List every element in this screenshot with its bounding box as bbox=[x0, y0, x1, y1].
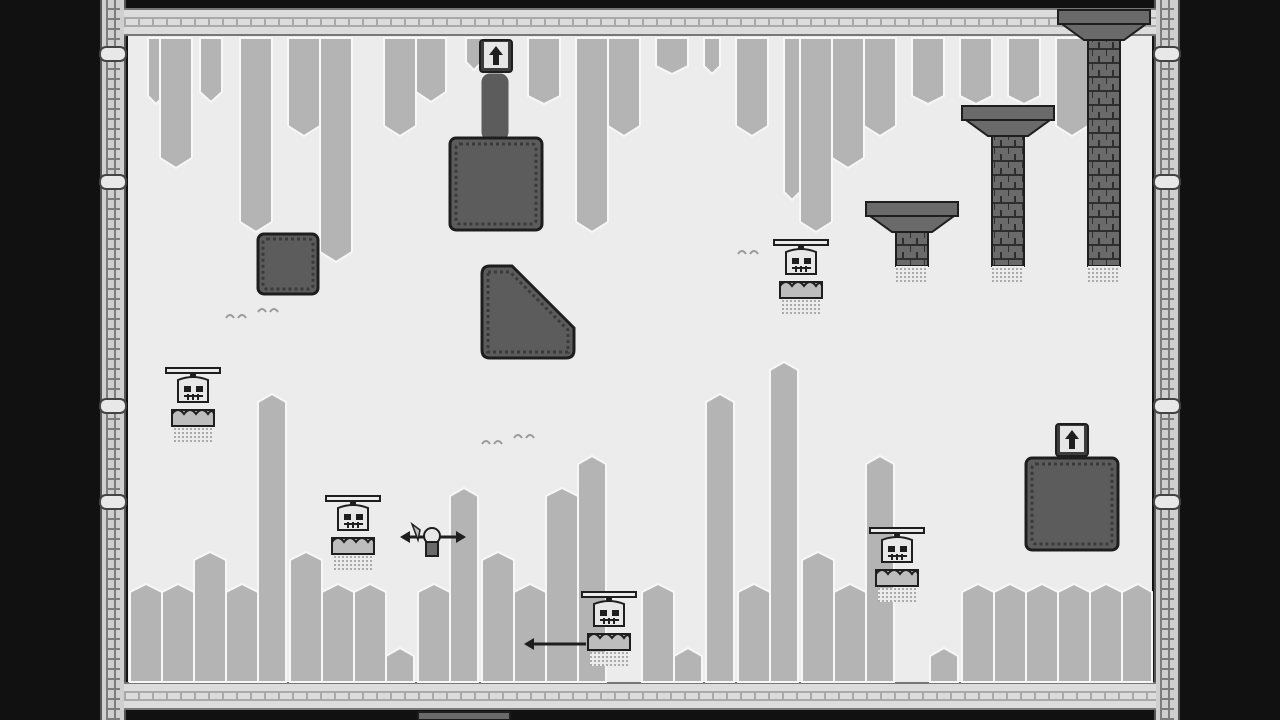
skull-helicopter-icon[interactable] bbox=[165, 367, 221, 442]
border-bead bbox=[99, 46, 127, 62]
right-ornate-border bbox=[1153, 0, 1181, 720]
floor-spires bbox=[129, 360, 1153, 683]
stone-block-diagonal bbox=[480, 264, 576, 360]
border-bead bbox=[1153, 174, 1181, 190]
up-arrow-icon bbox=[1055, 423, 1089, 457]
greek-column-icon bbox=[961, 105, 1055, 282]
border-bead bbox=[99, 174, 127, 190]
greek-column-icon bbox=[417, 711, 511, 720]
greek-column-icon bbox=[865, 201, 959, 282]
border-bead bbox=[99, 398, 127, 414]
greek-column-icon bbox=[1057, 9, 1151, 282]
border-bead bbox=[1153, 494, 1181, 510]
stone-block-small-left bbox=[256, 232, 320, 296]
border-bead bbox=[99, 494, 127, 510]
up-arrow-icon bbox=[479, 39, 513, 73]
wind-swirls bbox=[225, 250, 759, 445]
ceiling-stalactites bbox=[147, 37, 1089, 264]
bottom-greek-frieze bbox=[124, 682, 1156, 710]
left-ornate-border bbox=[99, 0, 127, 720]
winged-knight-icon[interactable] bbox=[400, 521, 466, 557]
stone-block-right bbox=[1024, 456, 1120, 552]
stone-block-large-top bbox=[448, 70, 544, 232]
border-bead bbox=[1153, 398, 1181, 414]
top-greek-frieze bbox=[124, 8, 1156, 36]
border-bead bbox=[1153, 46, 1181, 62]
spear-icon bbox=[524, 638, 586, 650]
